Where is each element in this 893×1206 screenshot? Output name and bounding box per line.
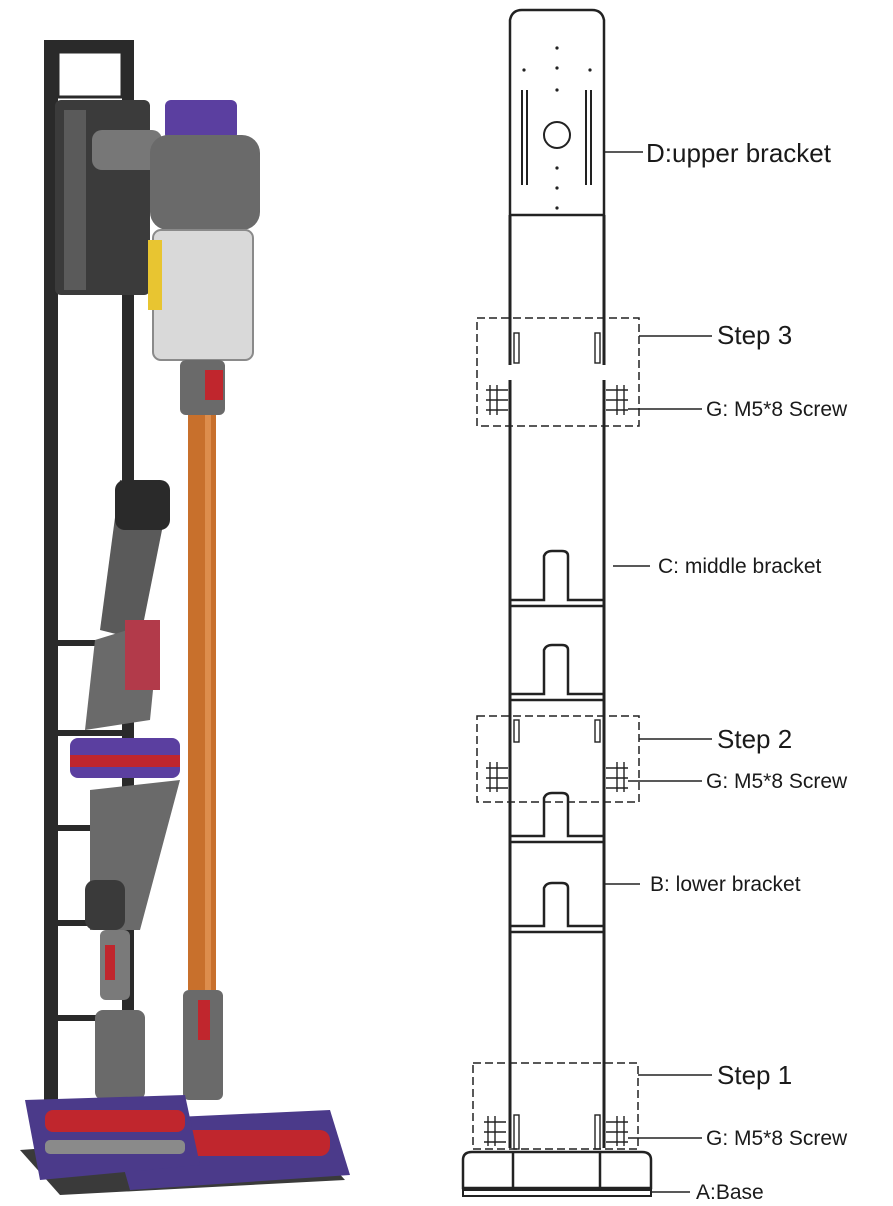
- step2-box: [476, 715, 640, 803]
- leader-lines: [604, 151, 712, 1193]
- label-step2: Step 2: [717, 724, 793, 754]
- label-screw-step2: G: M5*8 Screw: [706, 770, 848, 793]
- label-middle-bracket: C: middle bracket: [658, 555, 822, 578]
- screws-step3: [486, 332, 628, 415]
- accessory-tools: [70, 480, 180, 1000]
- product-photo: [20, 40, 350, 1195]
- base: [461, 1150, 653, 1197]
- screws-step2: [486, 719, 628, 792]
- upper-bracket: [508, 8, 606, 217]
- label-upper-bracket: D:upper bracket: [646, 138, 831, 168]
- middle-bracket: [510, 549, 604, 702]
- step3-box: [476, 317, 640, 427]
- label-screw-step1: G: M5*8 Screw: [706, 1127, 848, 1150]
- label-lower-bracket: B: lower bracket: [650, 873, 801, 896]
- rails: [508, 215, 606, 1148]
- label-step3: Step 3: [717, 320, 793, 350]
- spare-floor-head: [25, 1010, 200, 1180]
- upper-mount-bracket: [55, 100, 162, 295]
- vacuum-body: [148, 100, 260, 415]
- vacuum-wand: [188, 415, 216, 990]
- label-step1: Step 1: [717, 1060, 793, 1090]
- label-screw-step3: G: M5*8 Screw: [706, 398, 848, 421]
- screws-step1: [484, 1114, 628, 1150]
- label-base: A:Base: [696, 1181, 764, 1204]
- lower-bracket: [510, 791, 604, 934]
- step1-box: [472, 1062, 639, 1150]
